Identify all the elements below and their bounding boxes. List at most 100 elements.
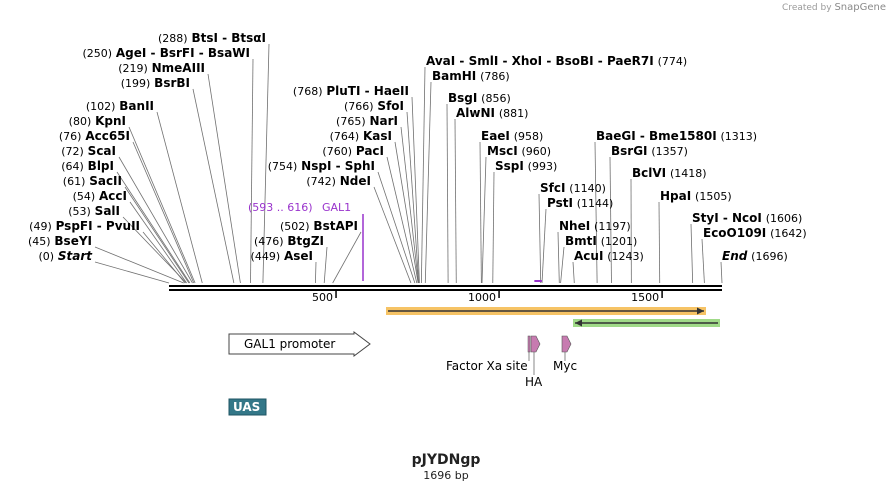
site-leader-line [332,231,362,284]
site-leader-line [377,171,416,284]
site-leader-line [124,186,190,284]
site-position: (476) [254,235,284,248]
site-name: BamHI [432,69,476,83]
site-leader-line [424,81,432,284]
site-leader-line [720,261,723,284]
restriction-site-label: (768) PluTI - HaeII [293,84,409,98]
site-position: (76) [59,130,82,143]
restriction-site-label: BsrGI (1357) [611,144,688,158]
site-position: (219) [118,62,148,75]
restriction-site-label: BclVI (1418) [632,166,707,180]
site-leader-line [207,73,241,284]
restriction-site-label: (764) KasI [330,129,392,143]
site-leader-line [394,141,419,284]
site-name: AvaI - SmlI - XhoI - BsoBI - PaeR7I [426,54,654,68]
site-name: BsgI [448,91,477,105]
site-position: (774) [658,55,688,68]
site-name: EaeI [481,129,510,143]
site-leader-line [94,246,184,284]
site-leader-line [315,261,317,284]
site-name: BseYI [54,234,92,248]
restriction-site-label: BamHI (786) [432,69,510,83]
restriction-site-label: StyI - NcoI (1606) [692,211,802,225]
site-leader-line [411,96,420,284]
site-name: ScaI [88,144,116,158]
site-leader-line [406,111,420,284]
ha-label: HA [525,375,543,389]
site-name: BtgZI [287,234,324,248]
restriction-site-label: SspI (993) [495,159,557,173]
uas-feature: UAS [228,398,267,416]
site-name: BmtI [565,234,597,248]
primer-site-gal1: (593 .. 616) GAL1 [248,201,542,282]
restriction-site-label: (288) BtsI - BtsαI [158,31,266,45]
snapgene-watermark: Created by SnapGene [782,2,886,13]
site-position: (1642) [770,227,807,240]
restriction-site-label: (49) PspFI - PvuII [29,219,140,233]
primer-range-label: (593 .. 616) [248,201,313,214]
site-position: (1197) [594,220,631,233]
ruler-tick-label: 1500 [631,291,659,304]
site-position: (1606) [766,212,803,225]
site-name: SalI [95,204,120,218]
restriction-site-label: (76) Acc65I [59,129,130,143]
site-leader-line [572,261,575,284]
site-name: BtsI - BtsαI [191,31,266,45]
site-leader-line [658,201,661,284]
restriction-site-label: BmtI (1201) [565,234,637,248]
restriction-site-label: (502) BstAPI [280,219,358,233]
restriction-site-label: (54) AccI [73,189,127,203]
site-leader-line [420,66,426,284]
site-name: BclVI [632,166,666,180]
site-name: AseI [284,249,313,263]
site-leader-line [250,58,254,284]
restriction-site-label: BsgI (856) [448,91,511,105]
site-position: (72) [61,145,84,158]
site-position: (993) [528,160,558,173]
site-name: SfcI [540,181,565,195]
site-position: (80) [69,115,92,128]
ruler-tick-label: 1000 [468,291,496,304]
site-name: End [722,249,748,263]
site-leader-line [132,141,195,284]
site-name: EcoO109I [703,226,766,240]
site-name: NdeI [340,174,371,188]
site-leader-line [446,103,449,284]
orf-reverse-arrowhead [575,319,582,327]
restriction-site-label: (45) BseYI [28,234,92,248]
site-name: BsrGI [611,144,648,158]
site-position: (0) [38,250,54,263]
site-position: (199) [121,77,151,90]
restriction-site-label: (80) KpnI [69,114,126,128]
plasmid-name: pJYDNgp [411,452,481,468]
site-position: (786) [480,70,510,83]
restriction-site-label: (449) AseI [251,249,313,263]
site-position: (288) [158,32,188,45]
gal1-promoter-feature: GAL1 promoter [228,331,371,357]
site-position: (54) [73,190,96,203]
restriction-site-label: AcuI (1243) [574,249,644,263]
site-leader-line [156,111,203,284]
site-position: (1243) [607,250,644,263]
site-leader-line [128,126,196,284]
site-name: SacII [89,174,122,188]
site-leader-line [386,156,418,284]
restriction-site-label: EaeI (958) [481,129,543,143]
site-position: (1144) [577,197,614,210]
site-name: MscI [487,144,518,158]
site-name: SfoI [377,99,404,113]
site-name: BstAPI [313,219,358,233]
site-name: AccI [99,189,127,203]
site-position: (1357) [651,145,688,158]
site-name: HpaI [660,189,691,203]
backbone-bottom-strand [169,289,722,291]
site-position: (53) [68,205,91,218]
site-name: AcuI [574,249,603,263]
uas-label: UAS [233,400,260,414]
site-leader-line [373,186,412,284]
site-labels: (0) Start(45) BseYI(49) PspFI - PvuII(53… [28,31,807,263]
site-leader-line [118,156,193,284]
site-name: Start [58,249,93,263]
